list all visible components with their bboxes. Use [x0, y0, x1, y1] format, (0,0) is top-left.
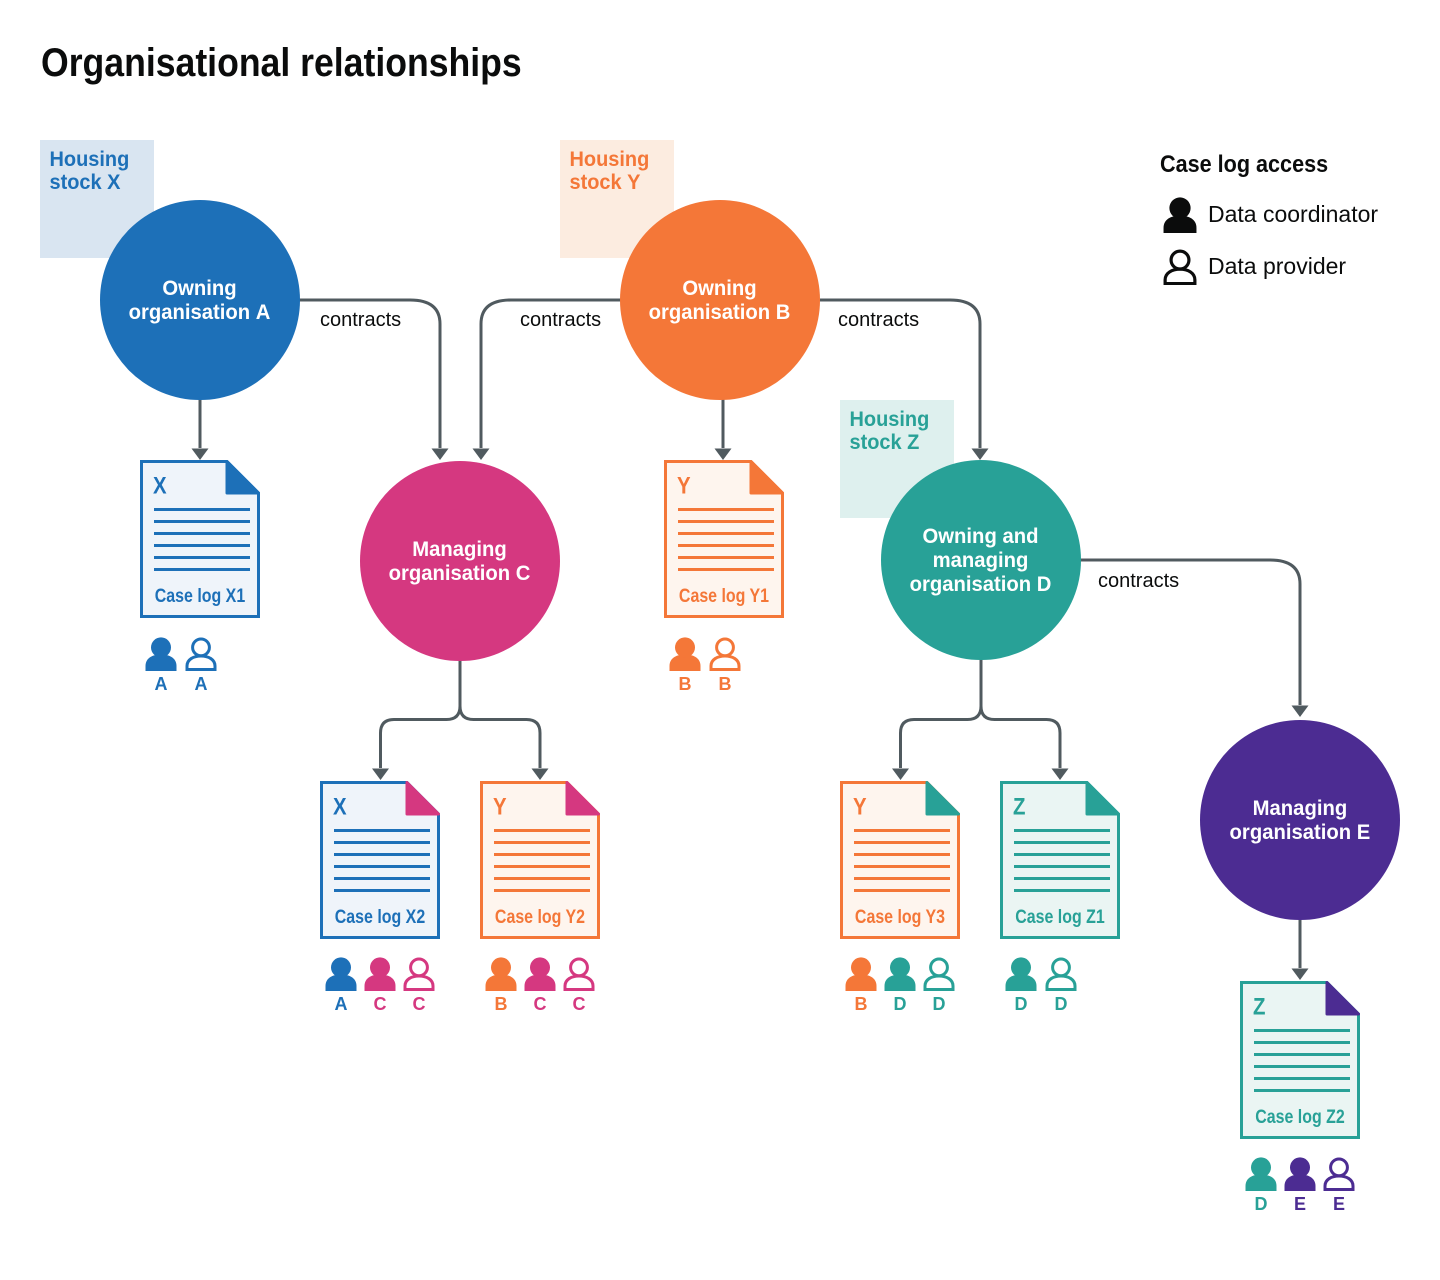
svg-text:Case log Y2: Case log Y2	[495, 906, 585, 928]
svg-text:Case log Y1: Case log Y1	[679, 585, 769, 607]
svg-text:Case log Z2: Case log Z2	[1255, 1106, 1345, 1128]
svg-text:X: X	[333, 793, 347, 820]
svg-text:Case log X2: Case log X2	[335, 906, 426, 928]
svg-text:Z: Z	[1253, 993, 1265, 1020]
svg-text:Case log Y3: Case log Y3	[855, 906, 945, 928]
svg-text:X: X	[153, 472, 167, 499]
svg-text:Y: Y	[853, 793, 867, 820]
svg-text:Y: Y	[677, 472, 691, 499]
svg-text:Case log X1: Case log X1	[155, 585, 246, 607]
svg-text:Case log Z1: Case log Z1	[1015, 906, 1105, 928]
svg-text:Z: Z	[1013, 793, 1025, 820]
svg-text:Y: Y	[493, 793, 507, 820]
